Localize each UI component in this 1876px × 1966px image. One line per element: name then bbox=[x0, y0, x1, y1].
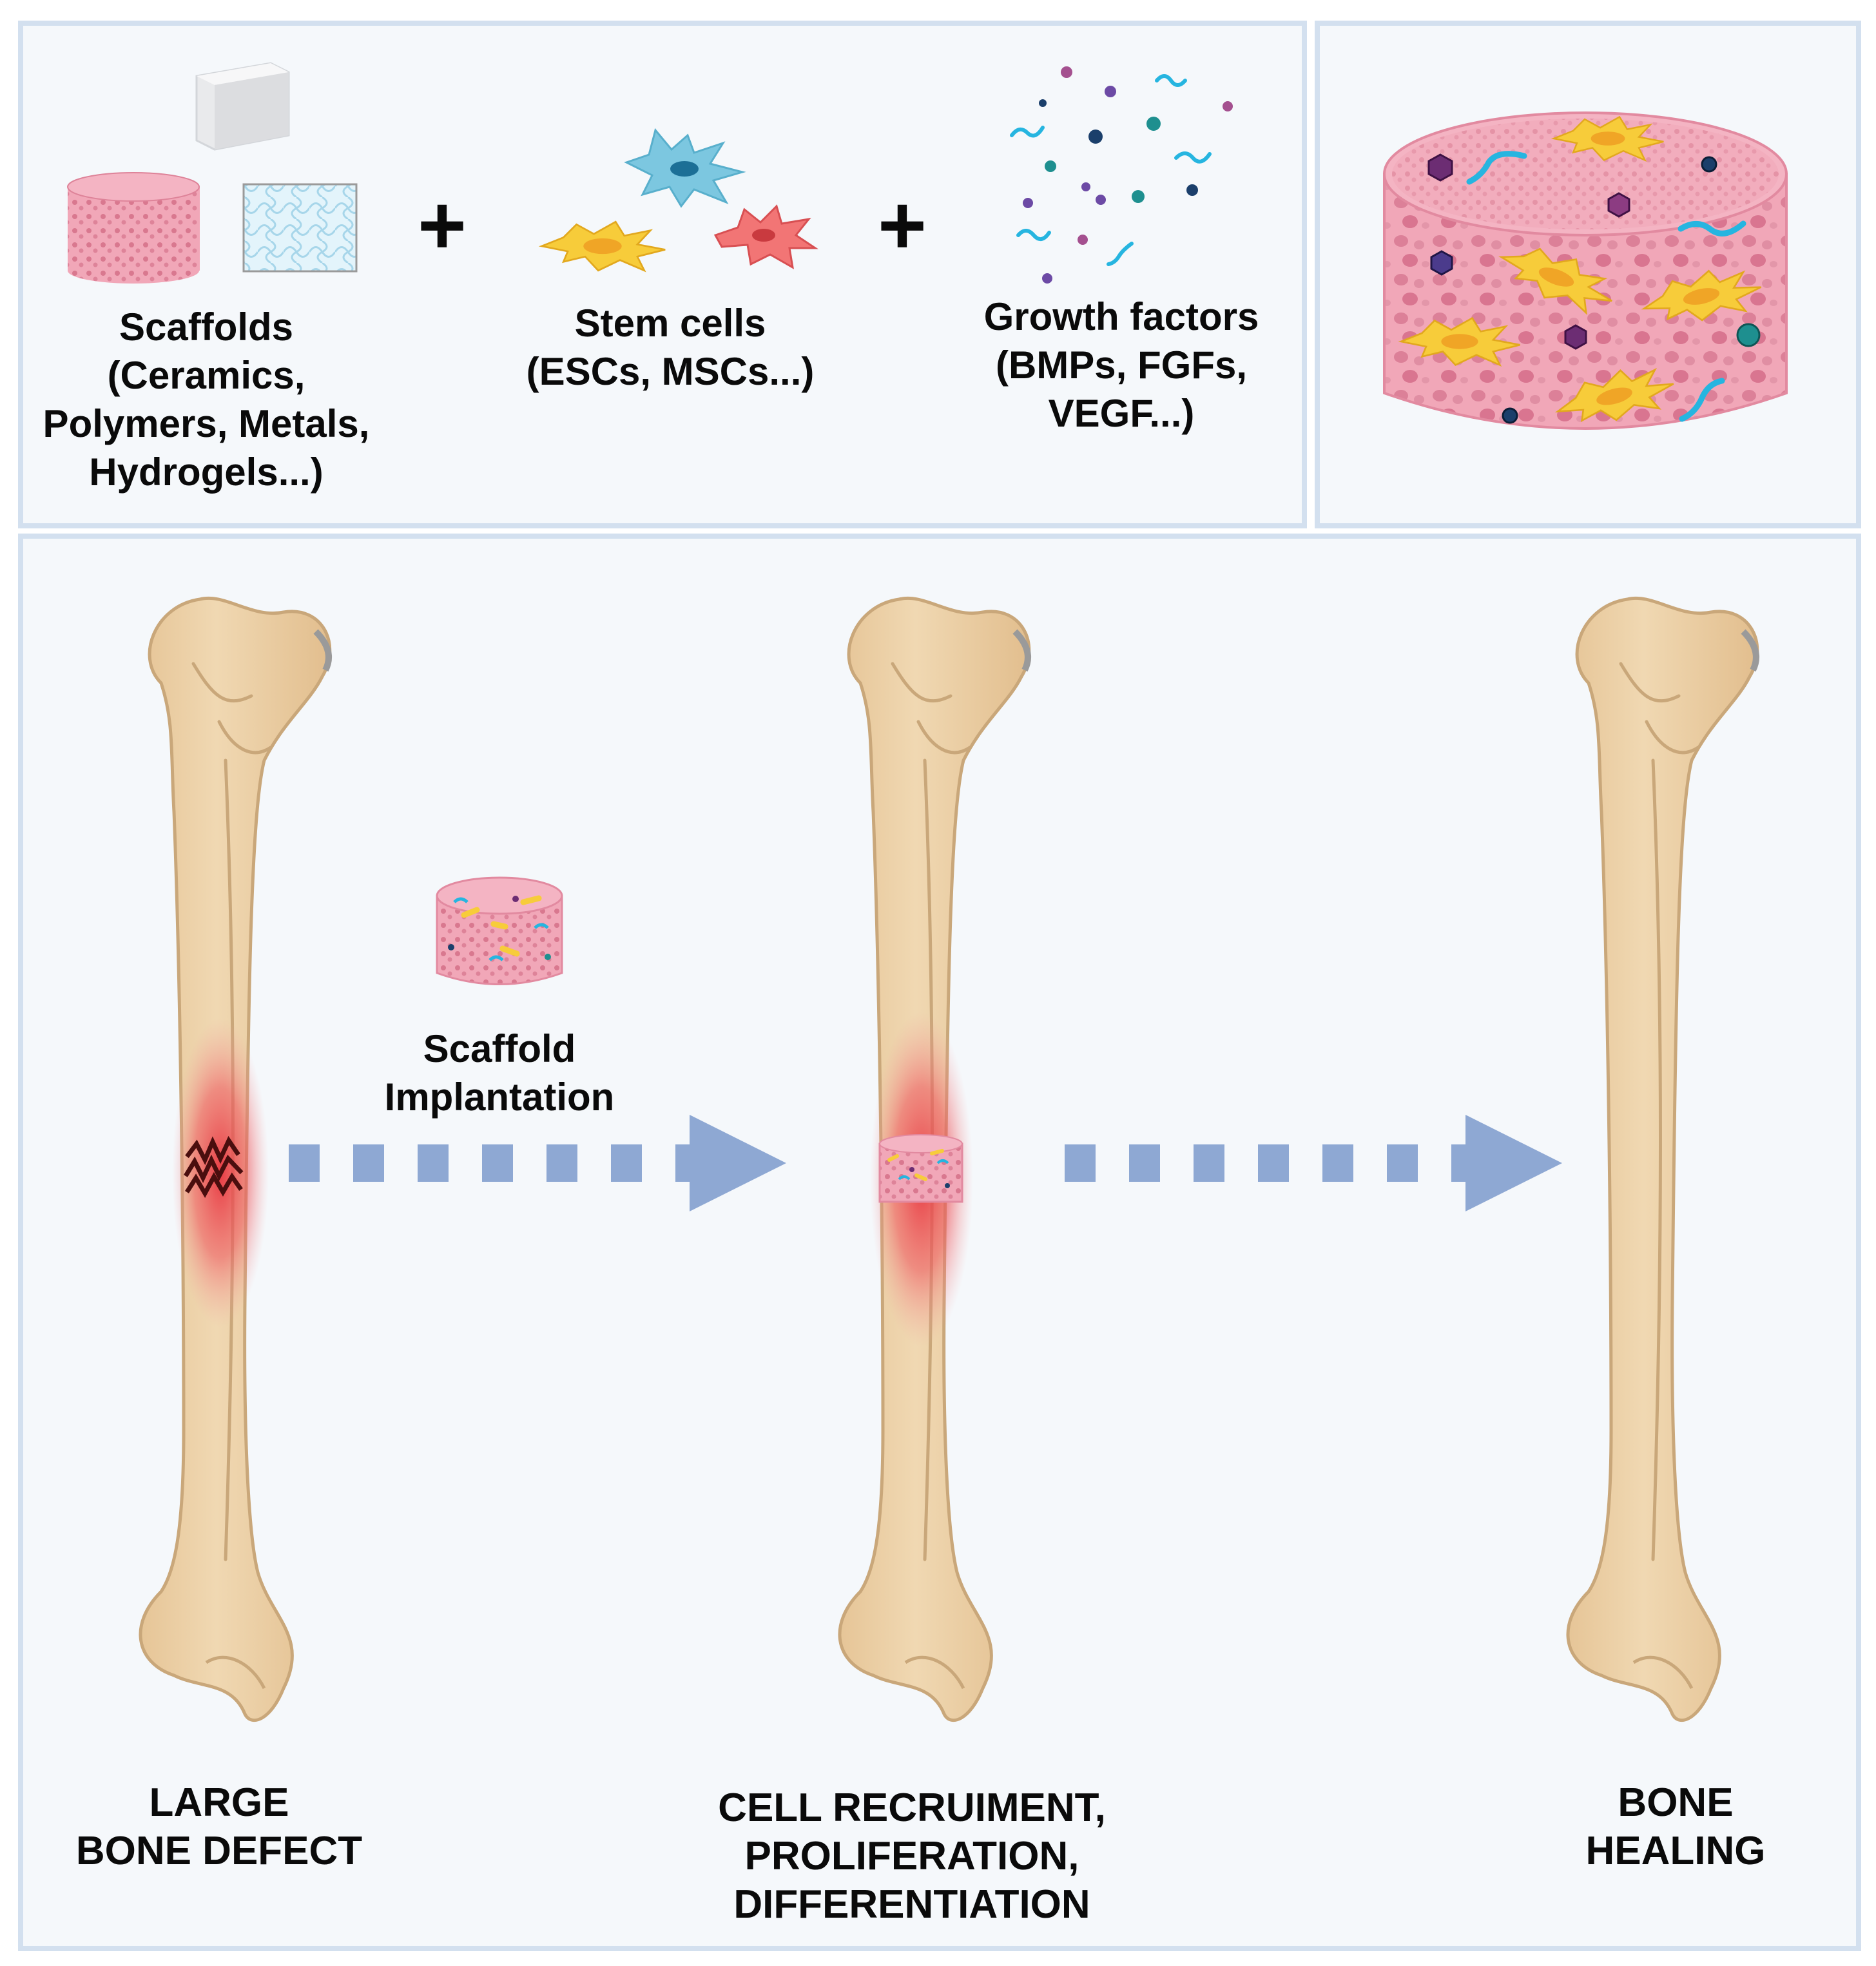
scaffold-in-bone-illustration bbox=[840, 598, 1029, 1720]
stage-label-bone-healing: BONE HEALING bbox=[1585, 1780, 1766, 1873]
stem-cell-blue-icon bbox=[624, 128, 746, 208]
plus-symbol-2: + bbox=[878, 178, 927, 272]
growth-factor-molecules-icon bbox=[1010, 66, 1233, 284]
stem-cells-label: Stem cells (ESCs, MSCs...) bbox=[526, 302, 815, 393]
healed-bone-illustration bbox=[1568, 598, 1757, 1720]
scaffold-implantation-label: Scaffold Implantation bbox=[384, 1027, 615, 1119]
scaffold-small-icon bbox=[436, 876, 563, 985]
growth-factors-label: Growth factors (BMPs, FGFs, VEGF...) bbox=[983, 295, 1259, 435]
implanted-scaffold-icon bbox=[878, 1134, 963, 1203]
hydrogel-mesh-icon bbox=[242, 183, 358, 273]
scaffolds-label: Scaffolds (Ceramics, Polymers, Metals, H… bbox=[43, 305, 370, 494]
dashed-arrow-healing bbox=[1065, 1115, 1562, 1211]
stage-label-cell-recruitment: CELL RECRUIMENT, PROLIFERATION, DIFFEREN… bbox=[718, 1786, 1106, 1927]
scaffold-cube-icon bbox=[195, 62, 290, 151]
stem-cell-red-icon bbox=[713, 204, 818, 269]
bone-defect-illustration bbox=[140, 598, 330, 1720]
plus-symbol-1: + bbox=[418, 178, 467, 272]
porous-cylinder-icon bbox=[67, 172, 200, 284]
stage-label-large-bone-defect: LARGE BONE DEFECT bbox=[75, 1780, 363, 1873]
stem-cell-yellow-icon bbox=[541, 220, 666, 272]
dashed-arrow-implantation bbox=[289, 1115, 786, 1211]
cell-loaded-scaffold-icon bbox=[1383, 111, 1788, 436]
